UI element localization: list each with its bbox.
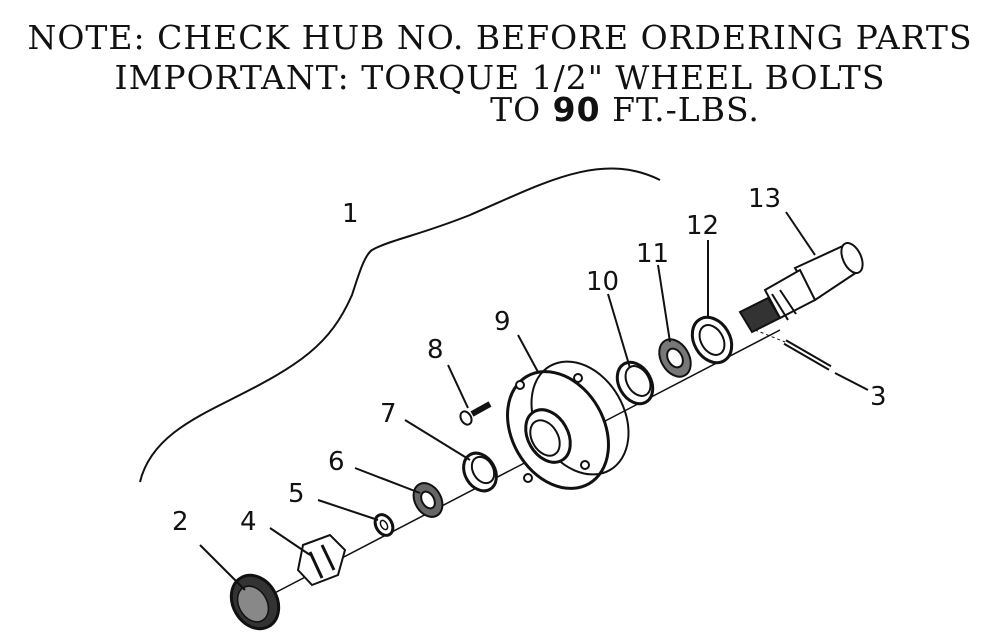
hub — [506, 360, 630, 490]
callout-1: 1 — [342, 199, 359, 229]
assembly-bracket — [139, 167, 661, 483]
torque-prefix: TO — [490, 90, 553, 129]
callout-13: 13 — [748, 184, 781, 214]
callout-10: 10 — [586, 267, 619, 297]
outer-bearing-cone — [412, 482, 444, 518]
torque-suffix: FT.-LBS. — [600, 90, 760, 129]
inner-bearing-cone — [658, 338, 692, 378]
castle-nut — [296, 533, 347, 587]
note-torque-spec: TO 90 FT.-LBS. — [0, 90, 1000, 130]
callout-9: 9 — [494, 307, 511, 337]
cotter-pin — [754, 329, 832, 371]
torque-value: 90 — [552, 90, 601, 129]
callout-6: 6 — [328, 447, 345, 477]
callout-5: 5 — [288, 479, 305, 509]
callout-11: 11 — [636, 239, 669, 269]
callout-2: 2 — [172, 507, 189, 537]
callout-7: 7 — [380, 399, 397, 429]
grease-seal — [690, 315, 734, 365]
callout-3: 3 — [870, 382, 887, 412]
axle-centerline — [264, 329, 781, 599]
washer — [373, 513, 395, 537]
spindle-shaft — [738, 242, 864, 334]
callout-4: 4 — [240, 507, 257, 537]
note-check-hub: NOTE: CHECK HUB NO. BEFORE ORDERING PART… — [27, 18, 973, 57]
header-notes: NOTE: CHECK HUB NO. BEFORE ORDERING PART… — [0, 18, 1000, 130]
callout-12: 12 — [686, 211, 719, 241]
callout-8: 8 — [427, 335, 444, 365]
outer-bearing-cup — [462, 451, 498, 493]
inner-bearing-cup — [615, 360, 655, 406]
leader-lines — [199, 211, 869, 591]
note-torque-important: IMPORTANT: TORQUE 1/2" WHEEL BOLTS — [114, 58, 886, 97]
wheel-bolt — [459, 401, 492, 426]
